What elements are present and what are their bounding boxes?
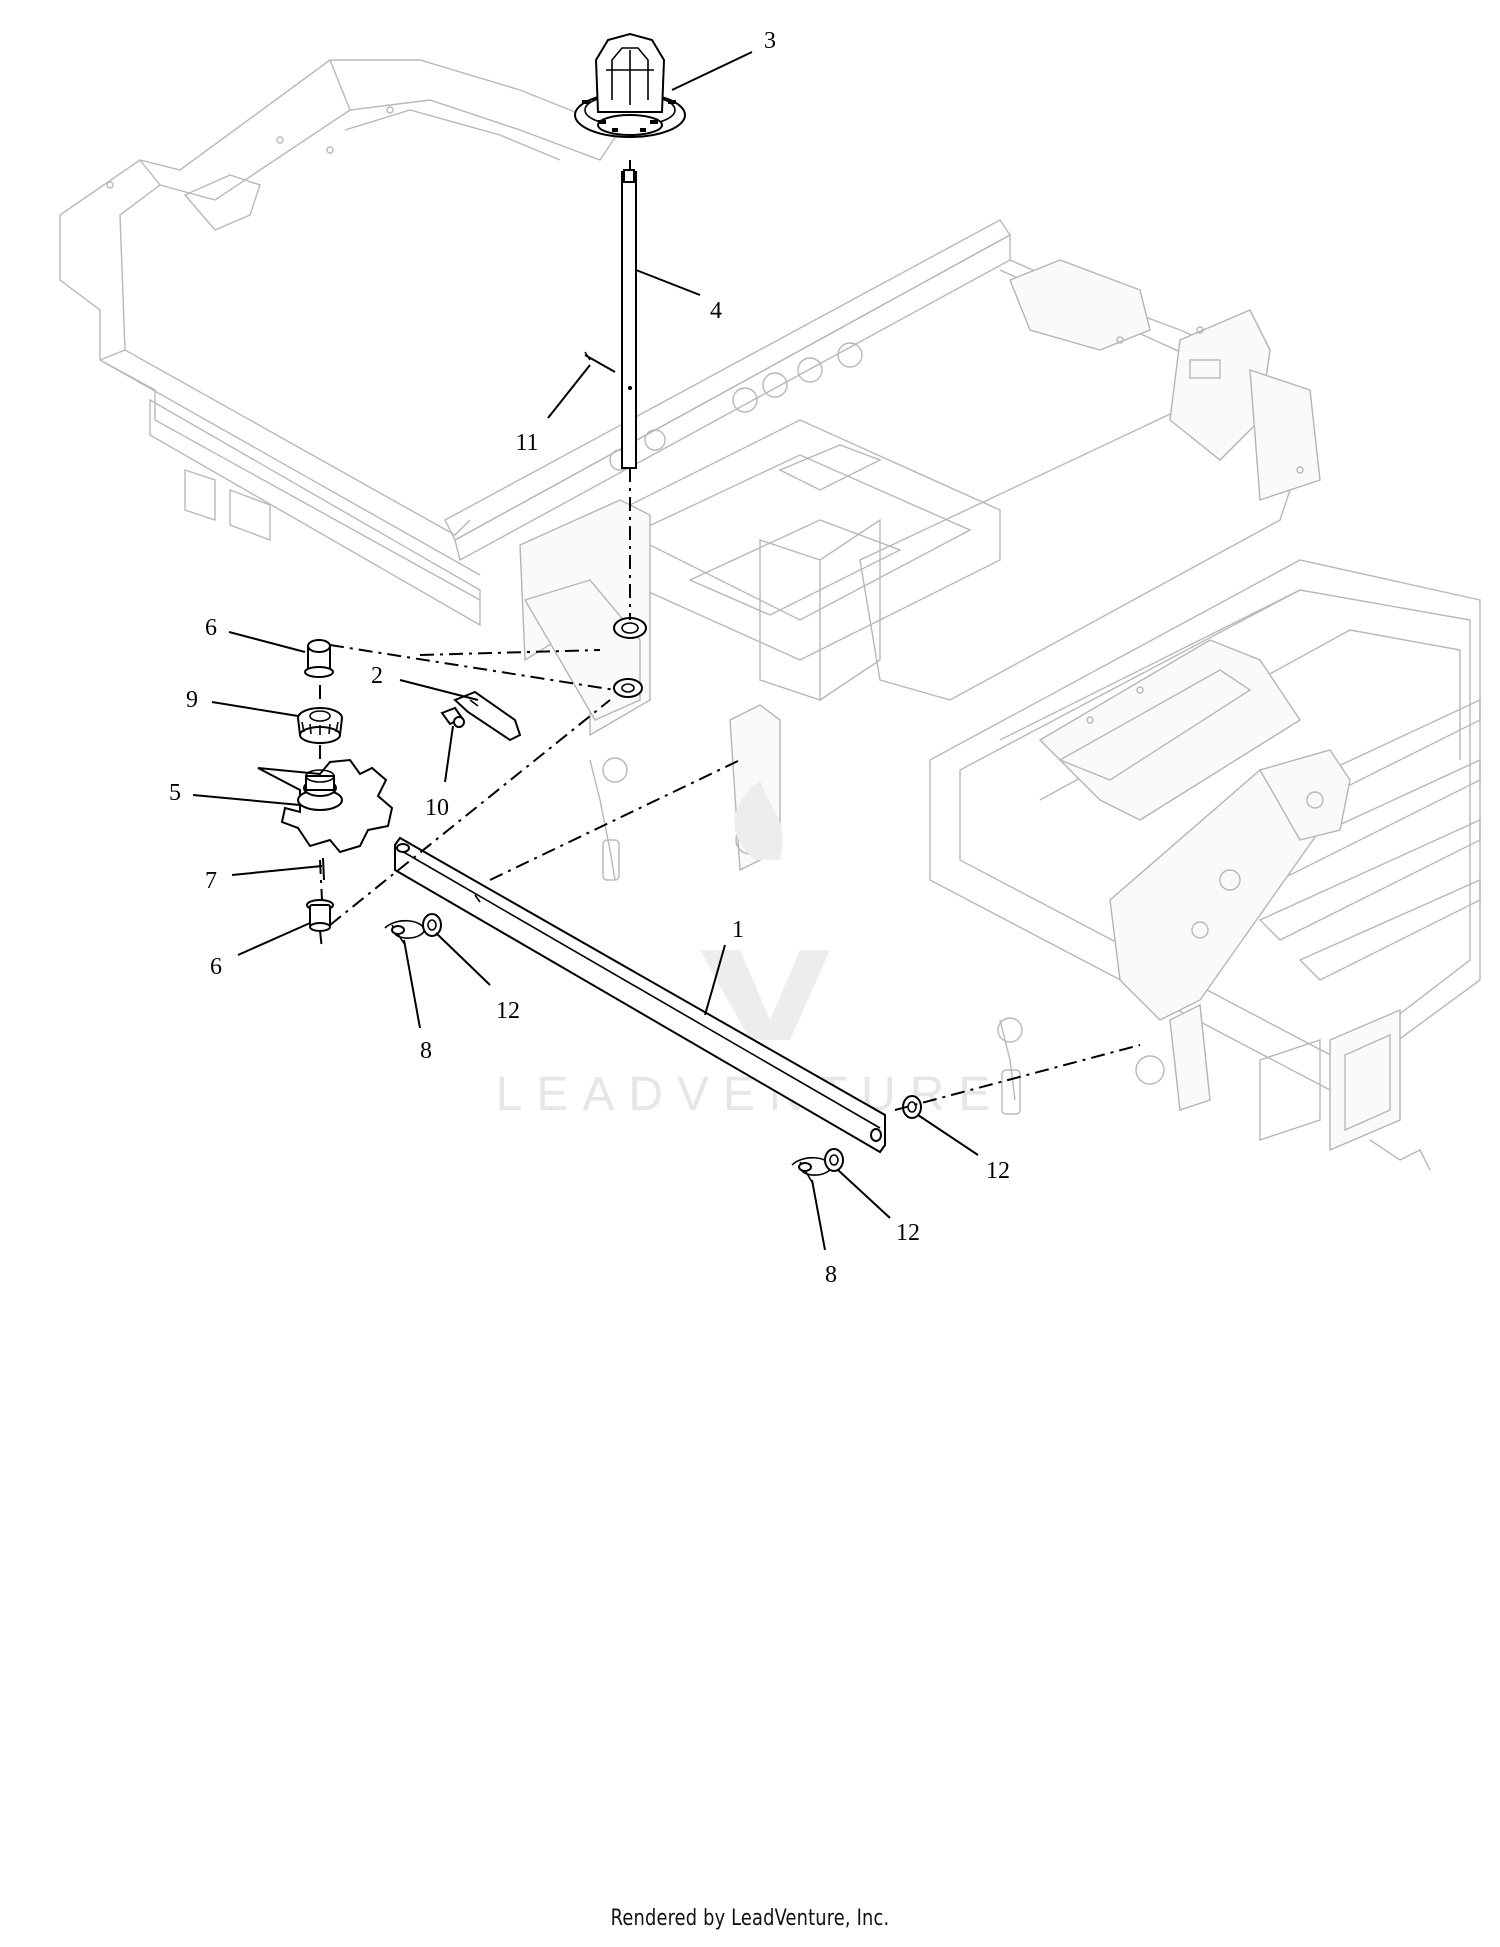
callout-12-b: 12 [986,1158,1010,1184]
tie-bar [394,836,886,1154]
pin-7 [322,857,325,881]
callout-9: 9 [186,687,198,713]
callout-8-b: 8 [825,1262,837,1288]
callouts: 3 4 11 6 2 9 5 10 7 6 1 12 8 [169,28,1010,1288]
washer-a [422,913,442,937]
mower-frame [59,59,1481,1171]
callout-7: 7 [205,868,217,894]
callout-12-a: 12 [496,998,520,1024]
hairpin-clip-b [791,1156,833,1183]
callout-10: 10 [425,795,449,821]
height-adjust-knob [574,32,686,138]
bushing-bottom [306,899,334,932]
roll-pin [584,351,616,373]
callout-5: 5 [169,780,181,806]
assembly-lines [319,160,1141,1111]
callout-3: 3 [764,28,776,54]
bracket-2 [453,690,522,742]
steering-shaft [621,169,637,469]
washer-c [824,1148,844,1172]
steering-shaft-assembly [257,32,1141,1183]
callout-1: 1 [732,917,744,943]
cam-plate [257,758,394,854]
callout-11: 11 [515,430,538,456]
mount-bosses [613,617,647,698]
callout-8-a: 8 [420,1038,432,1064]
bolt-10 [440,706,465,728]
callout-6-top: 6 [205,615,217,641]
bushing-top [304,639,334,678]
callout-4: 4 [710,298,722,324]
callout-6-bottom: 6 [210,954,222,980]
callout-2: 2 [371,663,383,689]
gear-bushing [297,707,343,744]
footer-credit: Rendered by LeadVenture, Inc. [610,1906,890,1931]
callout-12-c: 12 [896,1220,920,1246]
